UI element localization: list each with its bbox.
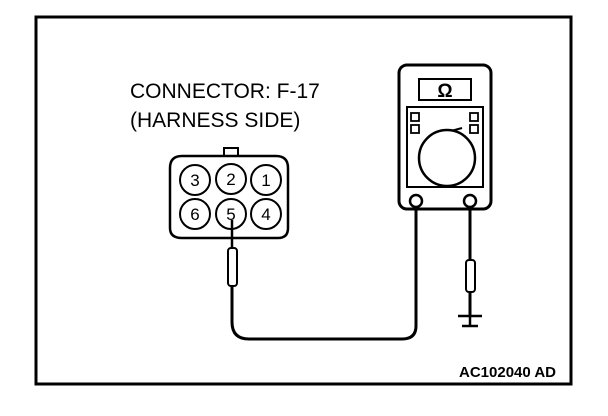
pin-2-cavity bbox=[215, 163, 247, 195]
figure-code: AC102040 AD bbox=[459, 364, 556, 381]
diagram-frame bbox=[34, 15, 573, 386]
meter-switch-right-bottom bbox=[469, 124, 479, 134]
pin-label-1: 1 bbox=[261, 171, 270, 190]
pin-4-cavity bbox=[250, 198, 282, 230]
meter-switch-left-bottom bbox=[410, 124, 420, 134]
meter-switch-left-top bbox=[410, 112, 420, 122]
connector-subtitle: (HARNESS SIDE) bbox=[130, 109, 300, 132]
test-lead-wire bbox=[230, 206, 418, 341]
meter-display bbox=[418, 78, 472, 101]
pin-label-6: 6 bbox=[190, 205, 199, 224]
connector-title: CONNECTOR: F-17 bbox=[130, 80, 320, 103]
meter-switch-right-top bbox=[469, 112, 479, 122]
meter-terminal-right bbox=[462, 193, 478, 209]
pin-label-4: 4 bbox=[261, 205, 270, 224]
meter-dial bbox=[417, 128, 477, 188]
pin-label-3: 3 bbox=[190, 171, 199, 190]
ground-icon bbox=[458, 314, 482, 328]
ohm-symbol: Ω bbox=[437, 81, 452, 102]
pin-label-5: 5 bbox=[226, 205, 235, 224]
connector-f17: 3 2 1 6 5 4 bbox=[168, 147, 290, 240]
pin-label-2: 2 bbox=[226, 170, 235, 189]
pin-6-cavity bbox=[179, 198, 211, 230]
meter-terminal-left bbox=[408, 193, 424, 209]
connector-probe bbox=[227, 220, 238, 300]
ground-lead bbox=[465, 207, 476, 316]
pin-3-cavity bbox=[179, 164, 211, 196]
ohmmeter: Ω bbox=[397, 63, 493, 211]
pin-1-cavity bbox=[250, 164, 282, 196]
